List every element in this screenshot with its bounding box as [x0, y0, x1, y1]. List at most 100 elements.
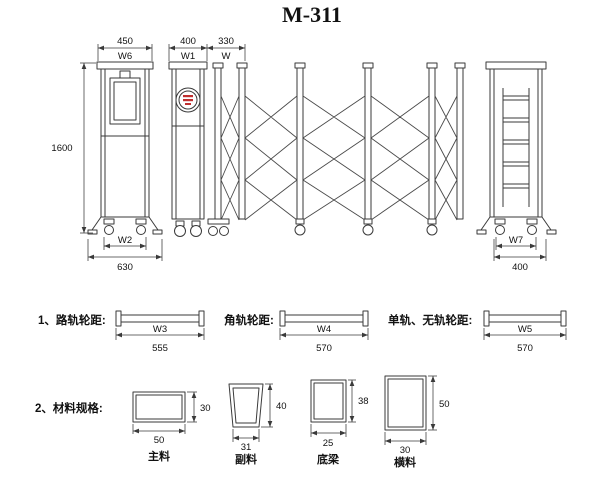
lattice-caster-wheel — [208, 226, 218, 236]
lattice-caster-mount — [363, 218, 373, 225]
dim-text-beam-w: 25 — [323, 438, 334, 449]
material-cross: 50 30 横料 — [384, 375, 450, 469]
motor-inner-walls — [175, 69, 201, 219]
dim-ext-1600 — [80, 62, 96, 234]
lattice-caster-wheel — [294, 224, 306, 236]
right-post-wheel-mount — [526, 218, 538, 225]
dim-ext-main-h — [187, 391, 197, 423]
value-text-555: 555 — [152, 343, 168, 354]
lattice-post-cap — [294, 62, 306, 69]
main-profile-inner — [135, 394, 183, 420]
dim-ext-beam-w — [310, 424, 347, 437]
left-post-frame-inner — [113, 81, 137, 121]
lattice-caster-mount — [207, 218, 230, 225]
bar-end-cap — [483, 310, 490, 327]
dim-text-w: W — [222, 51, 231, 62]
dim-ext-cross-h — [428, 375, 437, 431]
brand-emblem-ring — [178, 90, 198, 110]
dim-text-w7: W7 — [509, 235, 523, 246]
motor-column — [168, 61, 208, 237]
material-main: 30 50 主料 — [132, 391, 211, 463]
motor-caster-wheel — [174, 225, 186, 237]
right-post-foot-pad — [476, 229, 487, 235]
brand-emblem-mark — [185, 103, 191, 105]
lattice-post — [214, 67, 222, 220]
lattice-post-cap — [212, 62, 224, 69]
right-post-cap — [485, 61, 547, 70]
left-post-frame — [109, 77, 141, 125]
left-post-wheel-mount — [103, 218, 115, 225]
dim-text-w5: W5 — [518, 324, 532, 335]
left-post-cap — [96, 61, 154, 70]
right-post-feet-struts — [480, 216, 552, 231]
lattice-caster-wheel — [219, 226, 229, 236]
dim-text-secondary-w: 31 — [241, 442, 252, 453]
dim-text-w2: W2 — [118, 235, 132, 246]
lattice-caster-mount — [295, 218, 305, 225]
material-label-main: 主料 — [148, 449, 170, 463]
right-post-wheel — [495, 225, 505, 235]
left-post-inner-walls — [104, 69, 146, 217]
bottom-beam-profile — [310, 379, 347, 423]
dim-text-main-w: 50 — [154, 435, 165, 446]
lattice-post — [296, 67, 304, 220]
material-label-cross: 横料 — [394, 455, 416, 469]
material-bottom-beam: 38 25 底梁 — [310, 379, 369, 466]
dim-text-400: 400 — [180, 36, 196, 47]
right-post-wheel-mount — [494, 218, 506, 225]
right-gate-post — [476, 61, 557, 235]
bar-end-cap — [115, 310, 122, 327]
secondary-profile-inner — [232, 387, 260, 424]
lattice-caster-wheel — [362, 224, 374, 236]
left-post-feet-struts — [91, 216, 159, 231]
wheel-track-section: 1、路轨轮距: W3 555 角轨轮距: W4 570 单轨、无轨轮距: — [38, 310, 567, 354]
lattice-post — [456, 67, 464, 220]
dim-text-beam-h: 38 — [358, 396, 369, 407]
brand-emblem-mark — [183, 95, 193, 98]
value-text-570a: 570 — [316, 343, 332, 354]
materials-section: 2、材料规格: 30 50 主料 40 31 副料 — [35, 375, 450, 469]
main-profile — [132, 391, 186, 423]
lattice-post — [238, 67, 246, 220]
dim-text-1600: 1600 — [51, 143, 72, 154]
right-post-ladder-rails — [502, 88, 530, 207]
dim-text-400r: 400 — [512, 262, 528, 273]
lattice-caster-mount — [427, 218, 437, 225]
right-post-wheel — [527, 225, 537, 235]
brand-emblem-mark — [183, 99, 193, 102]
dim-text-w4: W4 — [317, 324, 331, 335]
value-text-570b: 570 — [517, 343, 533, 354]
right-post-body — [489, 68, 543, 218]
dim-text-w6: W6 — [118, 51, 132, 62]
material-label-secondary: 副料 — [235, 452, 257, 466]
lattice-post-cap — [362, 62, 374, 69]
track-bar-rail: W3 555 — [115, 310, 205, 354]
cross-profile-inner — [387, 378, 424, 428]
corner-track-label: 角轨轮距: — [224, 313, 274, 327]
left-post-foot-pad — [87, 229, 98, 235]
left-post-wheel-mount — [135, 218, 147, 225]
track-bar-corner: 角轨轮距: W4 570 — [224, 310, 369, 354]
dim-text-cross-h: 50 — [439, 399, 450, 410]
elevation-dimensions: 450 W6 400 W1 330 W 1600 W2 630 W7 — [51, 36, 547, 273]
material-secondary: 40 31 副料 — [228, 383, 287, 466]
right-post-foot-pad — [546, 229, 557, 235]
bar-beam — [488, 314, 562, 323]
lattice-cross-bracing — [220, 95, 458, 221]
lattice-post-cap — [454, 62, 466, 69]
dim-text-main-h: 30 — [200, 403, 211, 414]
materials-heading: 2、材料规格: — [35, 401, 103, 415]
bar-end-cap — [198, 310, 205, 327]
dim-text-cross-w: 30 — [400, 445, 411, 456]
left-post-wheel — [104, 225, 114, 235]
lattice-post — [364, 67, 372, 220]
lattice-caster-wheel — [426, 224, 438, 236]
drawing-title: M-311 — [282, 2, 342, 27]
material-label-beam: 底梁 — [317, 452, 340, 466]
right-post-ladder-rungs — [503, 95, 529, 189]
left-post-foot-pad — [152, 229, 163, 235]
lattice-post — [428, 67, 436, 220]
lattice-post-cap — [426, 62, 438, 69]
trackless-label: 单轨、无轨轮距: — [388, 313, 472, 327]
